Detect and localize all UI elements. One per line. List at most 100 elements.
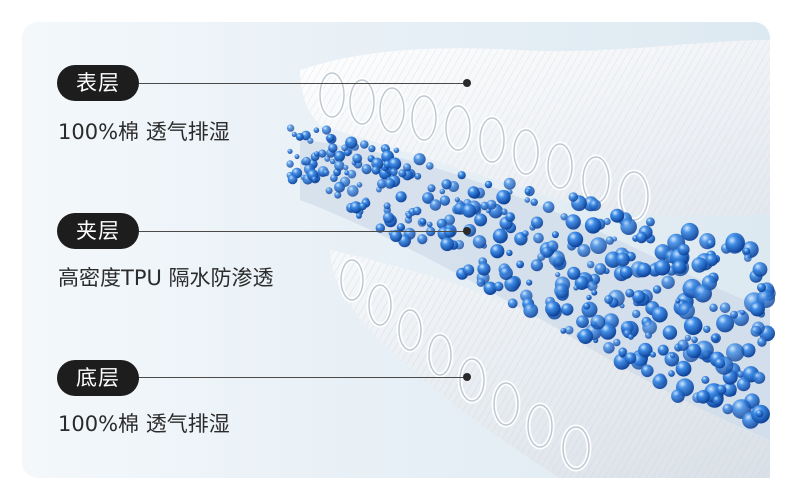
water-bead [441,179,452,190]
water-bead [560,213,568,221]
water-bead [356,213,362,219]
water-bead [644,331,653,339]
water-bead [619,265,633,279]
water-bead [624,352,637,365]
water-bead [726,343,745,362]
water-bead [677,302,696,320]
water-bead [714,357,726,369]
water-bead [705,253,718,267]
water-bead [287,174,298,185]
water-bead [422,192,434,204]
water-bead [603,217,611,226]
water-bead [457,171,466,180]
water-bead [722,382,737,397]
water-bead [654,259,671,276]
water-bead [757,283,766,293]
water-bead [371,166,381,175]
water-bead [696,390,710,404]
water-bead [286,160,294,168]
layer-label-bottom: 底层 [57,360,139,396]
water-bead [749,301,765,317]
water-bead [651,306,668,323]
layer-desc-middle: 高密度TPU 隔水防渗透 [58,266,274,290]
leader-line-top [139,83,466,84]
water-bead [604,295,614,304]
water-bead [564,325,574,335]
water-bead [741,343,756,358]
water-bead [686,343,702,359]
water-bead [668,370,675,377]
leader-dot-middle [463,227,471,235]
water-bead [403,163,412,172]
water-bead [345,136,358,149]
water-bead [506,249,513,257]
water-bead [462,203,477,218]
water-bead [757,337,767,347]
water-bead [632,309,641,319]
water-bead [753,371,766,384]
water-bead [426,162,434,170]
water-bead [672,260,687,274]
water-bead [652,285,662,294]
water-bead [361,164,372,175]
water-bead [657,344,669,356]
water-bead [291,131,297,137]
water-bead [684,334,692,342]
water-bead [286,124,295,132]
water-bead [589,199,601,212]
water-bead [683,316,703,336]
water-bead [311,176,318,183]
water-bead [426,221,433,228]
water-bead [503,177,516,190]
water-bead [662,325,678,340]
water-bead [736,377,751,392]
water-bead [716,384,727,395]
water-bead [711,334,719,342]
water-bead [328,143,338,153]
water-bead [358,202,367,211]
water-bead [294,154,300,160]
water-bead [325,187,333,195]
water-bead [377,179,387,189]
water-bead [568,192,579,202]
water-bead [490,244,505,259]
water-bead [590,237,607,255]
water-bead [334,160,345,171]
water-bead [384,178,396,189]
water-bead [393,147,400,154]
water-bead [638,342,653,358]
water-bead [645,217,655,227]
water-bead [375,223,385,233]
water-bead [599,323,617,340]
water-bead [329,158,336,165]
water-bead [485,208,491,214]
water-bead [454,197,460,203]
water-bead [610,208,625,223]
water-bead [389,229,402,242]
water-bead [287,148,293,154]
water-bead [525,189,531,195]
water-bead [635,231,648,244]
water-bead [307,137,314,144]
water-bead [419,218,427,225]
water-bead [677,339,689,351]
water-bead [322,169,330,177]
water-bead [671,389,685,403]
water-bead [641,364,654,378]
water-bead [347,185,359,197]
water-bead [526,279,533,286]
water-bead [476,278,486,287]
water-bead [554,283,569,299]
water-bead [750,325,762,337]
water-bead [533,232,544,244]
layer-desc-bottom: 100%棉 透气排湿 [58,412,230,436]
water-bead [439,195,451,206]
water-bead [398,169,407,178]
water-bead [496,189,511,205]
water-bead [295,133,304,141]
water-bead [444,227,455,238]
water-bead [477,262,491,276]
water-bead [548,250,566,267]
water-bead [542,201,555,213]
